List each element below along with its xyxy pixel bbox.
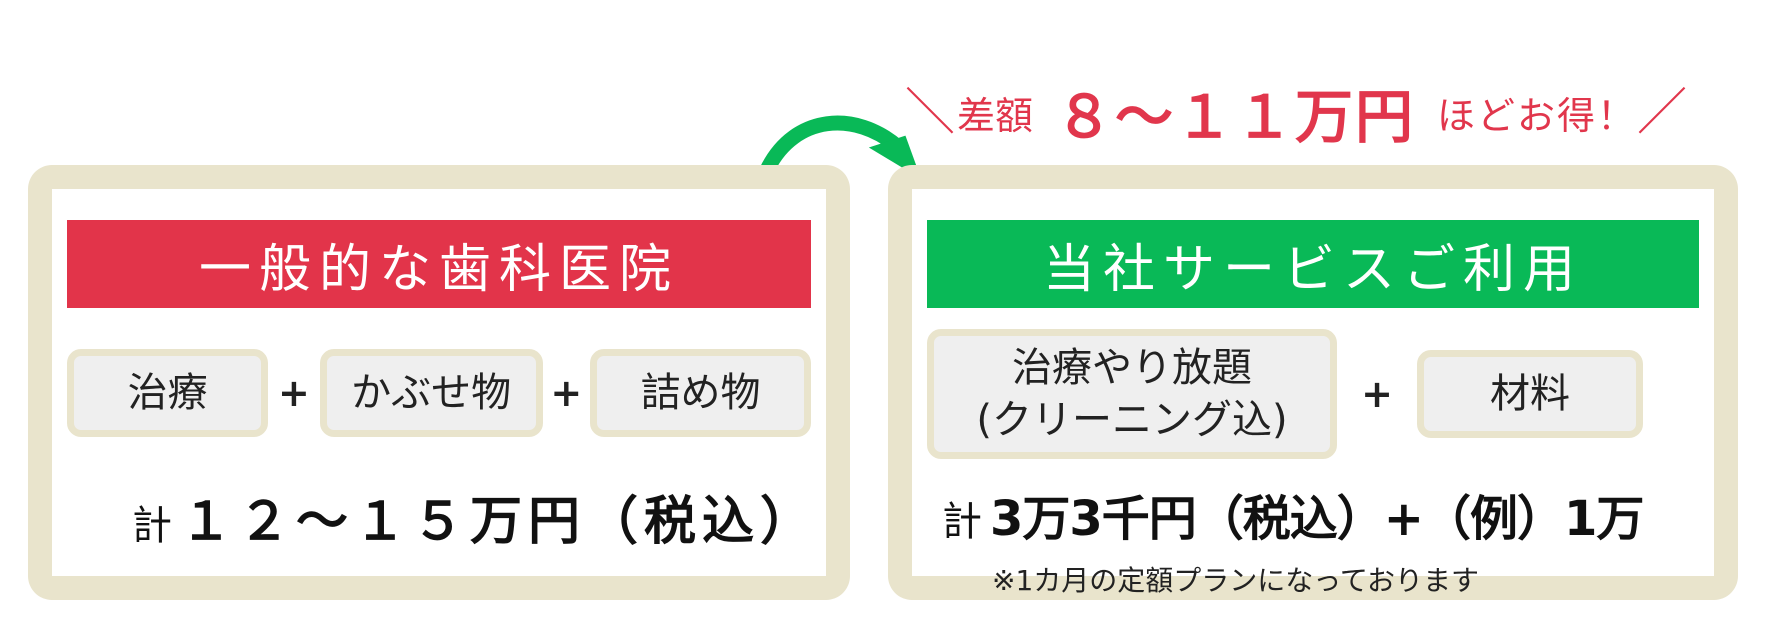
banner-prefix: 差額 [957, 93, 1034, 138]
our-service-title: 当社サービスご利用 [927, 220, 1699, 308]
plus-sign: + [1361, 372, 1393, 416]
our-service-panel: 当社サービスご利用 治療やり放題 (クリーニング込) + 材料 計 3万3千円（… [888, 165, 1738, 600]
item-crown: かぶせ物 [319, 349, 543, 437]
total-value: 3万3千円（税込）+（例）1万 [990, 491, 1644, 547]
item-treatment: 治療 [67, 349, 269, 437]
plus-sign: + [550, 371, 583, 415]
general-clinic-total: 計 １２～１５万円（税込） [132, 479, 818, 554]
item-filling: 詰め物 [589, 349, 811, 437]
total-value: １２～１５万円（税込） [180, 492, 819, 552]
banner-suffix: ほどお得！ [1437, 93, 1638, 138]
general-clinic-items: 治療 + かぶせ物 + 詰め物 [67, 349, 811, 437]
general-clinic-panel: 一般的な歯科医院 治療 + かぶせ物 + 詰め物 計 １２～１５万円（税込） [28, 165, 850, 600]
our-service-total: 計 3万3千円（税込）+（例）1万 [942, 479, 1644, 549]
our-service-panel-body: 当社サービスご利用 治療やり放題 (クリーニング込) + 材料 計 3万3千円（… [912, 189, 1714, 597]
savings-banner: ＼ 差額 ８～１１万円 ほどお得！ ／ [905, 72, 1687, 152]
total-label: 計 [942, 499, 982, 545]
item-unlimited-treatment: 治療やり放題 (クリーニング込) [927, 329, 1337, 459]
general-clinic-title: 一般的な歯科医院 [67, 220, 811, 308]
item-materials: 材料 [1417, 350, 1643, 438]
banner-slash-right: ／ [1637, 83, 1688, 141]
general-clinic-panel-body: 一般的な歯科医院 治療 + かぶせ物 + 詰め物 計 １２～１５万円（税込） [52, 189, 826, 576]
plan-note: ※1カ月の定額プランになっております [992, 564, 1480, 597]
total-label: 計 [132, 503, 172, 549]
banner-amount: ８～１１万円 [1055, 83, 1416, 151]
banner-slash-left: ＼ [905, 83, 955, 141]
plus-sign: + [278, 371, 310, 415]
our-service-items: 治療やり放題 (クリーニング込) + 材料 [927, 329, 1699, 459]
